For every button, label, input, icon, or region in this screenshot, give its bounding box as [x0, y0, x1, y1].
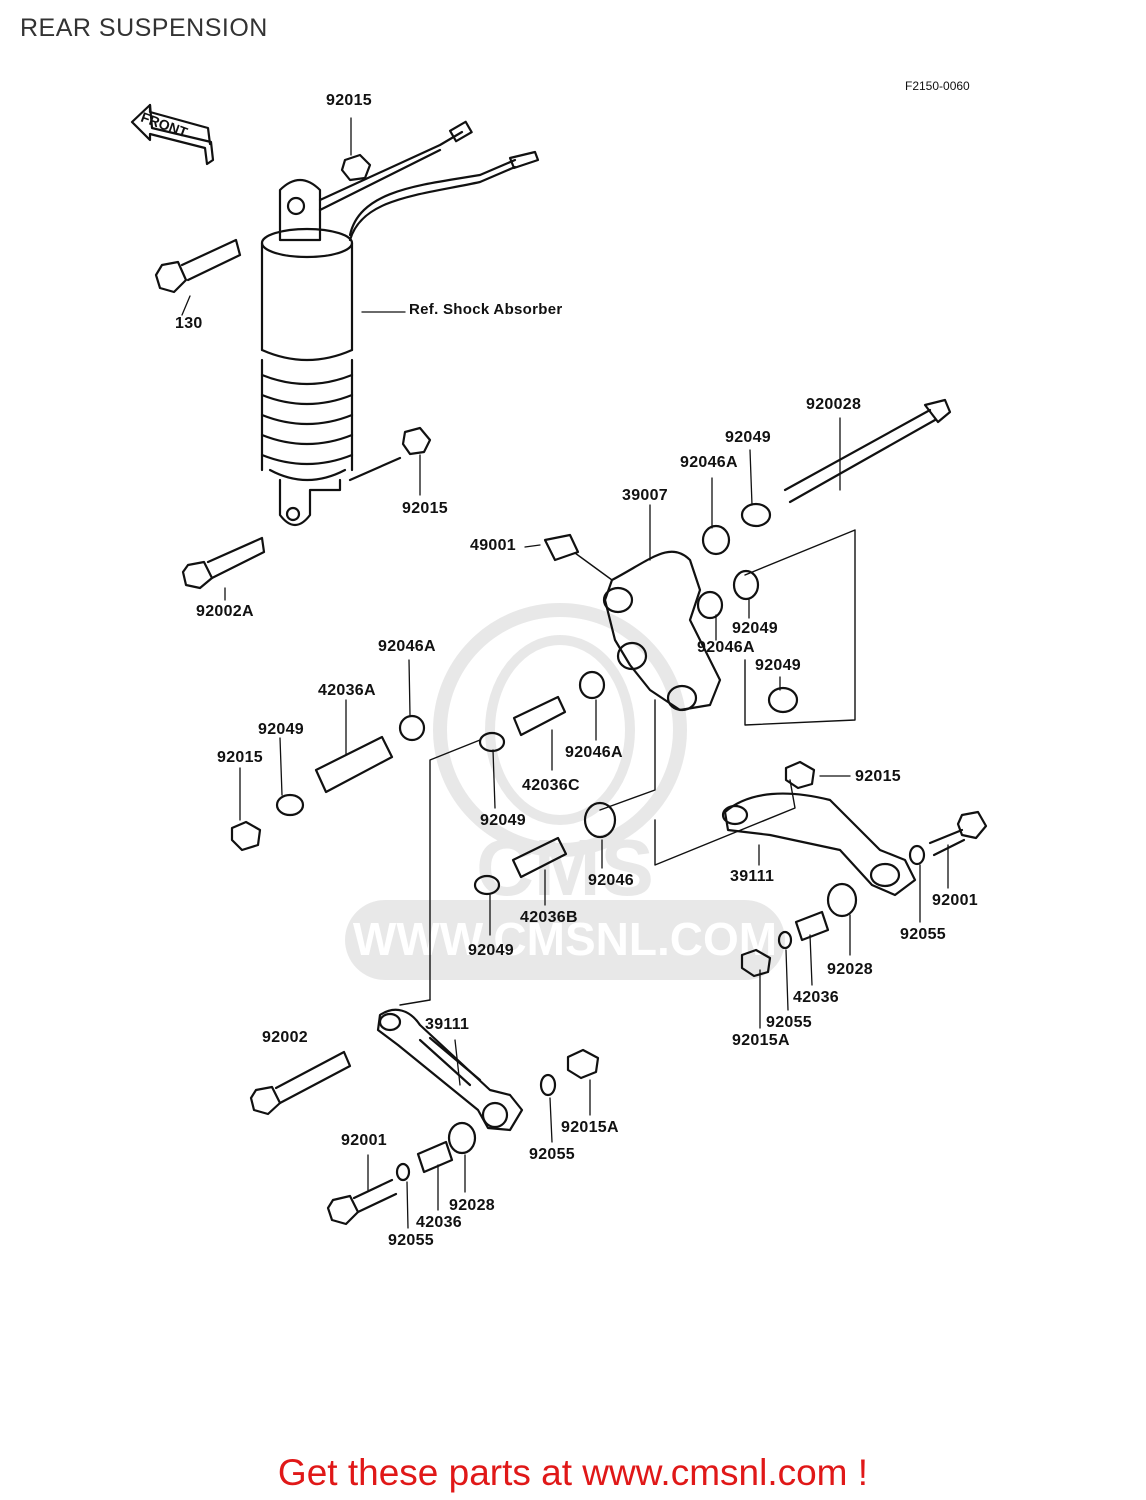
page-title: REAR SUSPENSION — [20, 14, 268, 42]
bolt-92001-right — [928, 810, 988, 857]
get-parts-link[interactable]: Get these parts at www.cmsnl.com ! — [277, 1452, 869, 1493]
part-label: 92055 — [766, 1014, 812, 1031]
part-label: 39111 — [425, 1016, 470, 1033]
bolt-130 — [154, 238, 242, 294]
part-label: 92015 — [402, 500, 448, 517]
part-label: 92046A — [697, 639, 755, 656]
part-label: 92002 — [262, 1029, 308, 1046]
part-label: 92046A — [680, 454, 738, 471]
part-label: 92049 — [258, 721, 304, 738]
nut-92015-top — [340, 153, 372, 182]
tie-rod-39111-lower — [376, 1008, 524, 1132]
part-label: 92049 — [468, 942, 514, 959]
bolt-920028 — [783, 398, 952, 504]
figure-code: F2150-0060 — [905, 79, 970, 93]
part-label: 920028 — [806, 396, 862, 413]
part-label: 39007 — [622, 487, 668, 504]
part-label: 92055 — [529, 1146, 575, 1163]
part-label: 92028 — [449, 1197, 495, 1214]
part-label: 42036B — [520, 909, 578, 926]
part-label: 92049 — [480, 812, 526, 829]
front-arrow-icon — [130, 103, 215, 166]
nut-92015-mid — [401, 426, 432, 456]
part-label: 92049 — [732, 620, 778, 637]
part-label: 92002A — [196, 603, 254, 620]
part-label: 39111 — [730, 868, 775, 885]
part-label: 42036 — [793, 989, 839, 1006]
collar-42036a — [314, 735, 394, 794]
part-label: 92015A — [561, 1119, 619, 1136]
part-label: 92046A — [565, 744, 623, 761]
shock-ref-label: Ref. Shock Absorber — [409, 301, 563, 318]
nut-92015-right — [784, 760, 816, 790]
shock-absorber — [260, 120, 540, 527]
bolt-92002 — [249, 1050, 352, 1116]
part-label: 92001 — [932, 892, 978, 909]
part-label: 92055 — [900, 926, 946, 943]
part-label: 92046 — [588, 872, 634, 889]
part-label: 92015 — [217, 749, 263, 766]
bolt-92002a — [181, 536, 266, 590]
part-label: 92001 — [341, 1132, 387, 1149]
rocker-arm-39007 — [602, 550, 722, 712]
collar-42036c — [512, 695, 567, 737]
cms-watermark: CMS WWW.CMSNL.COM — [345, 603, 785, 980]
tie-rod-39111-right — [721, 792, 917, 897]
part-label: 92049 — [755, 657, 801, 674]
collar-42036b — [511, 836, 568, 879]
part-label: 92055 — [388, 1232, 434, 1249]
part-label: 92046A — [378, 638, 436, 655]
part-label: 92028 — [827, 961, 873, 978]
bolt-92001-lower — [326, 1178, 398, 1226]
nut-92015a-lower — [566, 1048, 600, 1080]
part-label: 49001 — [470, 537, 516, 554]
part-label: 42036C — [522, 777, 580, 794]
part-label: 42036A — [318, 682, 376, 699]
watermark-brand: CMS — [476, 823, 654, 912]
part-label: 92015A — [732, 1032, 790, 1049]
part-label: 130 — [175, 315, 203, 332]
part-label: 42036 — [416, 1214, 462, 1231]
watermark-url: WWW.CMSNL.COM — [353, 913, 777, 965]
part-label: 92049 — [725, 429, 771, 446]
grease-nipple-49001 — [543, 533, 580, 562]
part-label: 92015 — [326, 92, 372, 109]
nut-92015-left — [230, 820, 262, 852]
nut-92015a-right — [740, 948, 772, 978]
part-label: 92015 — [855, 768, 901, 785]
